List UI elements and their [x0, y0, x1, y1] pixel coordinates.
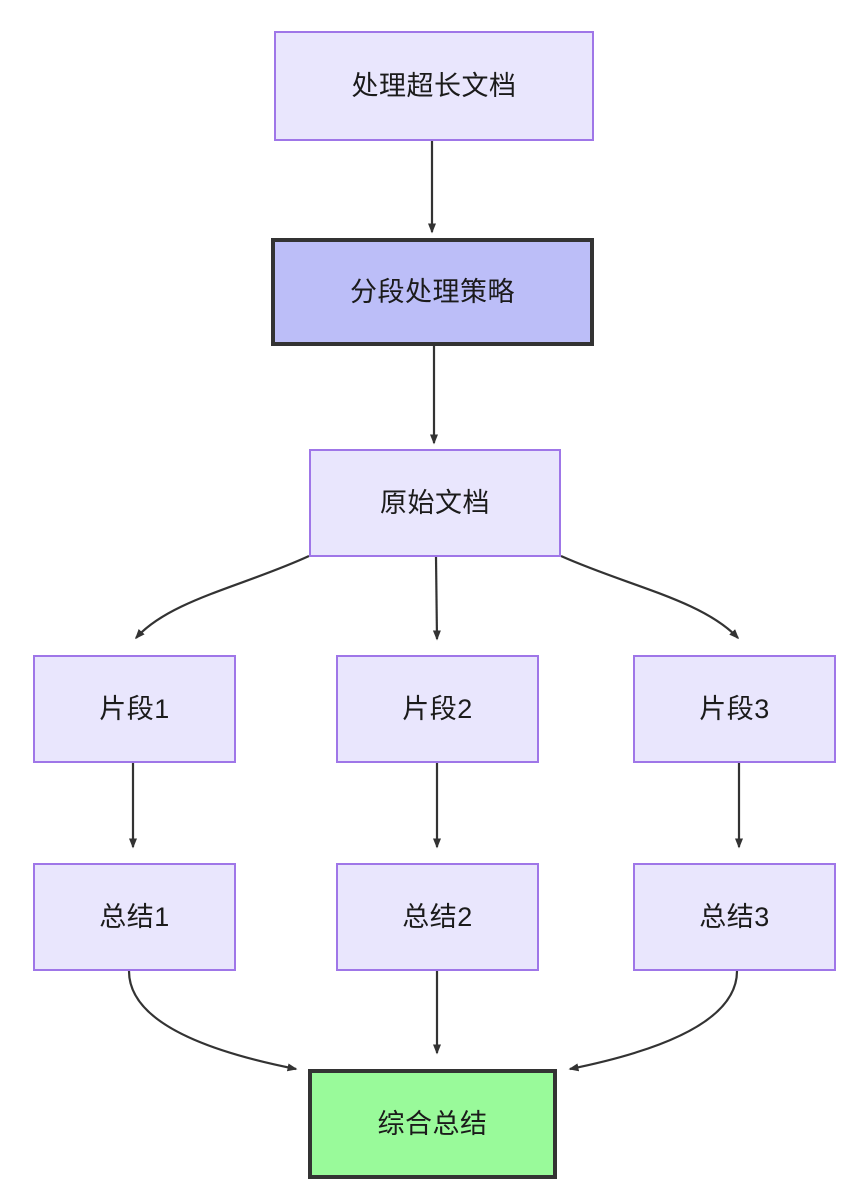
node-n4[interactable]: 片段1 [33, 655, 236, 763]
node-n2[interactable]: 分段处理策略 [271, 238, 594, 346]
node-label: 总结3 [699, 901, 770, 932]
node-label: 片段3 [699, 693, 770, 724]
node-label: 总结2 [402, 901, 473, 932]
node-n10[interactable]: 综合总结 [308, 1069, 557, 1179]
node-label: 原始文档 [380, 487, 490, 518]
edge-n3-to-n5 [432, 556, 441, 641]
node-label: 综合总结 [377, 1108, 488, 1139]
node-n7[interactable]: 总结1 [33, 863, 236, 971]
node-n9[interactable]: 总结3 [633, 863, 836, 971]
node-label: 片段1 [99, 693, 170, 724]
edge-n7-to-n10 [127, 970, 298, 1072]
node-label: 片段2 [402, 693, 473, 724]
edge-n3-to-n6 [560, 554, 740, 640]
node-label: 分段处理策略 [350, 276, 515, 307]
node-label: 处理超长文档 [351, 70, 517, 101]
node-n5[interactable]: 片段2 [336, 655, 539, 763]
edge-n3-to-n4 [134, 555, 310, 640]
edge-n9-to-n10 [568, 970, 739, 1072]
node-n1[interactable]: 处理超长文档 [274, 31, 594, 141]
node-n6[interactable]: 片段3 [633, 655, 836, 763]
node-label: 总结1 [99, 901, 170, 932]
node-n3[interactable]: 原始文档 [309, 449, 561, 557]
node-n8[interactable]: 总结2 [336, 863, 539, 971]
